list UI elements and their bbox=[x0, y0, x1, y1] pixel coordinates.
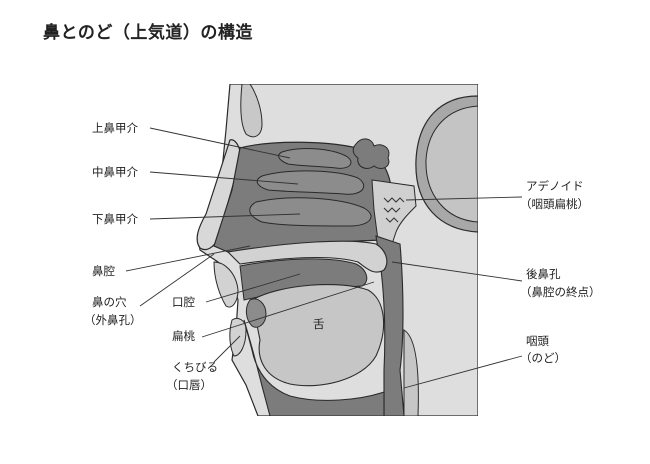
nasal-bone bbox=[240, 84, 263, 138]
leader-nasal-cavity bbox=[125, 245, 251, 272]
label-oral-cavity: 口腔 bbox=[172, 295, 195, 309]
skull-inner bbox=[425, 105, 478, 223]
leader-lips bbox=[213, 335, 241, 363]
label-adenoid-line2: （咽頭扁桃） bbox=[520, 197, 589, 211]
adenoid-texture bbox=[383, 197, 405, 223]
label-pharynx-line2: （のど） bbox=[520, 351, 566, 365]
leader-tonsil bbox=[201, 281, 375, 338]
label-nostril-line1: 鼻の穴 bbox=[92, 295, 127, 309]
label-nasal-cavity: 鼻腔 bbox=[92, 264, 115, 278]
middle-turbinate bbox=[256, 170, 365, 195]
label-lower-turbinate: 下鼻甲介 bbox=[92, 212, 138, 226]
label-pharynx-line1: 咽頭 bbox=[526, 334, 549, 348]
upper-turbinate bbox=[278, 148, 352, 169]
leader-lower-turbinate bbox=[149, 213, 301, 220]
tongue-shape bbox=[251, 284, 385, 387]
pharynx-airway bbox=[375, 235, 405, 416]
page-title: 鼻とのど（上気道）の構造 bbox=[43, 23, 253, 43]
label-middle-turbinate: 中鼻甲介 bbox=[92, 165, 138, 179]
label-lips-line2: （口唇） bbox=[166, 378, 212, 392]
label-tonsil: 扁桃 bbox=[172, 329, 195, 343]
leader-nostril bbox=[139, 253, 215, 307]
leader-adenoid bbox=[405, 196, 523, 201]
label-adenoid-line1: アデノイド bbox=[526, 179, 584, 193]
upper-lip bbox=[213, 261, 239, 308]
larynx bbox=[403, 329, 419, 416]
palate bbox=[226, 240, 388, 273]
leader-upper-turbinate bbox=[149, 127, 291, 159]
tonsil-shape bbox=[245, 298, 267, 328]
anatomy-illustration bbox=[196, 84, 478, 416]
label-choana-line2: （鼻腔の終点） bbox=[520, 285, 601, 299]
label-lips-line1: くちびる bbox=[172, 360, 218, 374]
label-tongue: 舌 bbox=[313, 317, 325, 331]
sinus-blobs bbox=[352, 138, 390, 169]
jaw bbox=[243, 319, 385, 416]
label-choana-line1: 後鼻孔 bbox=[526, 267, 561, 281]
leader-middle-turbinate bbox=[149, 171, 299, 185]
lower-turbinate bbox=[249, 197, 372, 227]
lower-lip bbox=[229, 317, 247, 357]
leader-choana bbox=[391, 261, 523, 282]
leader-oral-cavity bbox=[205, 273, 301, 303]
leader-pharynx bbox=[403, 355, 523, 389]
label-nostril-line2: （外鼻孔） bbox=[84, 313, 142, 327]
label-upper-turbinate: 上鼻甲介 bbox=[92, 121, 138, 135]
